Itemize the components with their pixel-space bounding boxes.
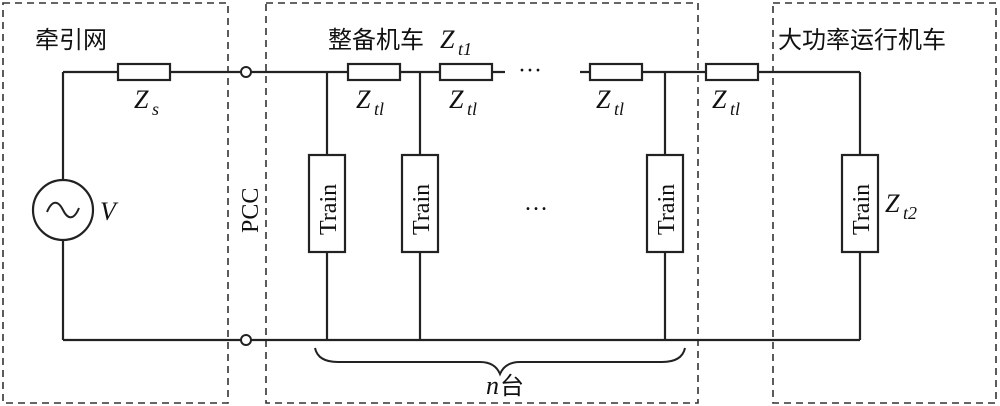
pcc-node-bottom: [240, 334, 252, 346]
label-ztl-2: Z tl: [449, 85, 477, 119]
resistor-ztl-2: [438, 62, 494, 82]
top-ellipsis: ···: [518, 58, 542, 84]
svg-text:tl: tl: [730, 99, 740, 119]
label-ztl-1: Z tl: [356, 85, 384, 119]
svg-text:Z: Z: [885, 189, 900, 218]
svg-text:台: 台: [500, 372, 524, 400]
train-label-high-power: Train: [849, 184, 875, 235]
source-voltage-label: V: [100, 197, 119, 226]
high-power-title: 大功率运行机车: [778, 26, 946, 54]
svg-text:整备机车: 整备机车: [328, 26, 424, 54]
traction-network-title: 牵引网: [35, 26, 107, 54]
label-zt2: Z t2: [885, 189, 917, 223]
train-label-3: Train: [654, 184, 680, 235]
label-ztl-4: Z tl: [712, 85, 740, 119]
ac-source: [31, 178, 95, 242]
svg-text:Z: Z: [440, 25, 455, 54]
svg-text:tl: tl: [374, 99, 384, 119]
high-power-locomotive-region: [772, 2, 997, 404]
servicing-title: 整备机车 Z t1: [328, 25, 472, 59]
resistor-ztl-1: [346, 62, 402, 82]
train-label-2: Train: [409, 184, 435, 235]
label-ztl-3: Z tl: [596, 85, 624, 119]
svg-text:Z: Z: [712, 85, 727, 114]
pcc-node-top: [240, 66, 252, 78]
svg-text:tl: tl: [467, 99, 477, 119]
count-brace: [314, 347, 686, 377]
train-box-3: [645, 153, 685, 254]
svg-text:Z: Z: [596, 85, 611, 114]
svg-text:Z: Z: [356, 85, 371, 114]
traction-network-region: [2, 2, 229, 404]
middle-ellipsis: …: [524, 190, 548, 216]
pcc-label: PCC: [238, 188, 264, 233]
label-zs: Z s: [134, 85, 159, 119]
resistor-ztl-3: [588, 62, 644, 82]
svg-text:Z: Z: [449, 85, 464, 114]
svg-text:tl: tl: [614, 99, 624, 119]
svg-text:s: s: [152, 99, 159, 119]
svg-text:t2: t2: [903, 203, 917, 223]
svg-text:Z: Z: [134, 85, 149, 114]
servicing-locomotive-region: [265, 2, 699, 404]
resistor-ztl-4: [704, 62, 760, 82]
count-label: n 台: [486, 371, 524, 400]
svg-text:t1: t1: [458, 39, 472, 59]
resistor-zs: [116, 62, 172, 82]
train-box-2: [400, 153, 440, 254]
train-label-1: Train: [316, 184, 342, 235]
train-box-high-power: [840, 153, 880, 254]
svg-text:n: n: [486, 371, 499, 400]
train-box-1: [307, 153, 347, 254]
